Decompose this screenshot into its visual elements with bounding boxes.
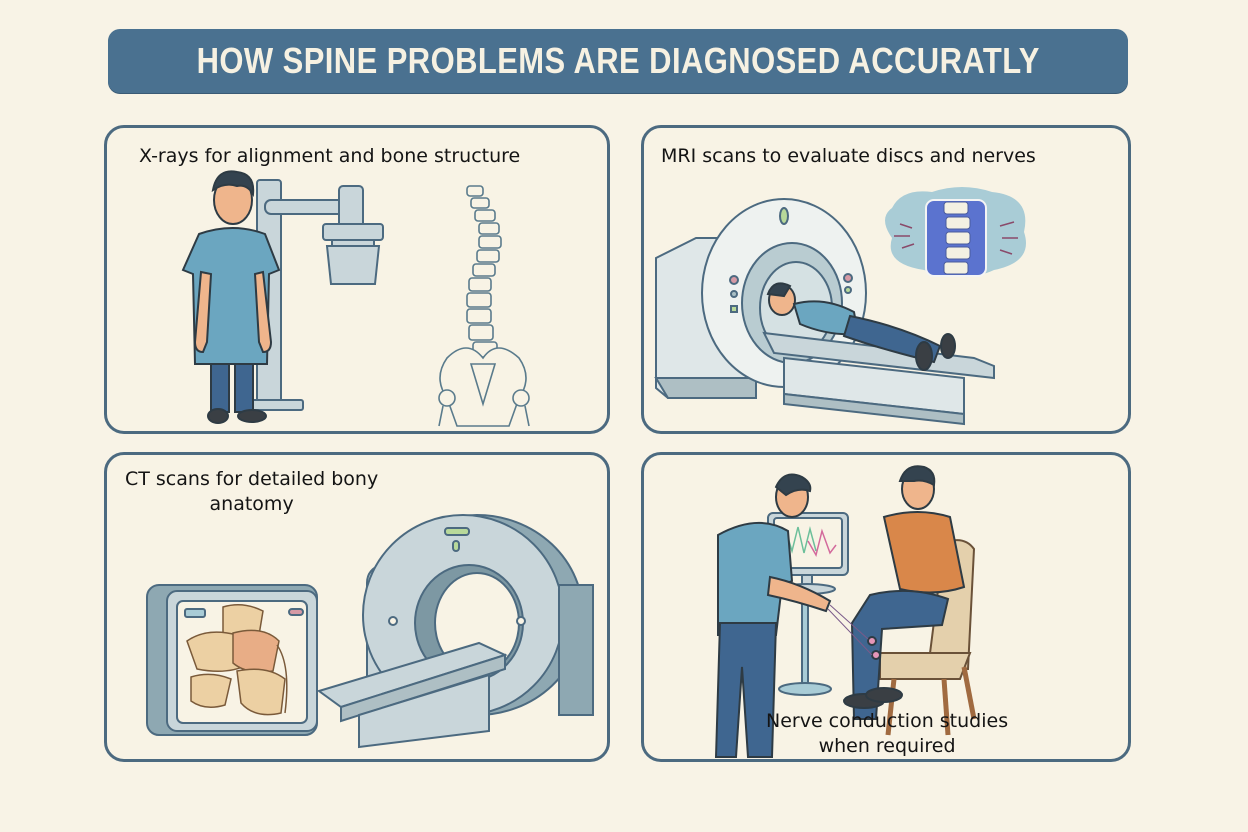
clinician-icon: [714, 473, 873, 758]
panel-caption: Nerve conduction studies when required: [766, 710, 1009, 757]
mri-illustration: [654, 187, 1026, 426]
panel-mri: MRI scans to evaluate discs and nerves: [641, 125, 1131, 434]
page-title: HOW SPINE PROBLEMS ARE DIAGNOSED ACCURAT…: [196, 40, 1040, 81]
ct-illustration: [146, 514, 594, 749]
vertebrae-scan-icon: [186, 604, 288, 716]
seated-patient-icon: [843, 465, 966, 720]
nerve-conduction-illustration: [714, 465, 977, 758]
patient-lying-icon: [766, 282, 956, 371]
panel-caption: X-rays for alignment and bone structure: [139, 145, 521, 167]
spine-skeleton-icon: [438, 185, 530, 427]
xray-illustration: [181, 170, 530, 427]
title-banner: HOW SPINE PROBLEMS ARE DIAGNOSED ACCURAT…: [108, 29, 1128, 93]
panel-caption: CT scans for detailed bony anatomy: [125, 468, 379, 515]
ct-table-icon: [316, 641, 508, 749]
panel-caption: MRI scans to evaluate discs and nerves: [661, 145, 1036, 167]
panel-ct: CT scans for detailed bony anatomy: [104, 452, 610, 762]
mri-table-icon: [762, 331, 995, 426]
disc-thought-bubble-icon: [885, 187, 1026, 277]
panel-nerve-conduction: Nerve conduction studies when required: [641, 452, 1131, 762]
patient-standing-icon: [181, 170, 281, 424]
panel-xray: X-rays for alignment and bone structure: [104, 125, 610, 434]
